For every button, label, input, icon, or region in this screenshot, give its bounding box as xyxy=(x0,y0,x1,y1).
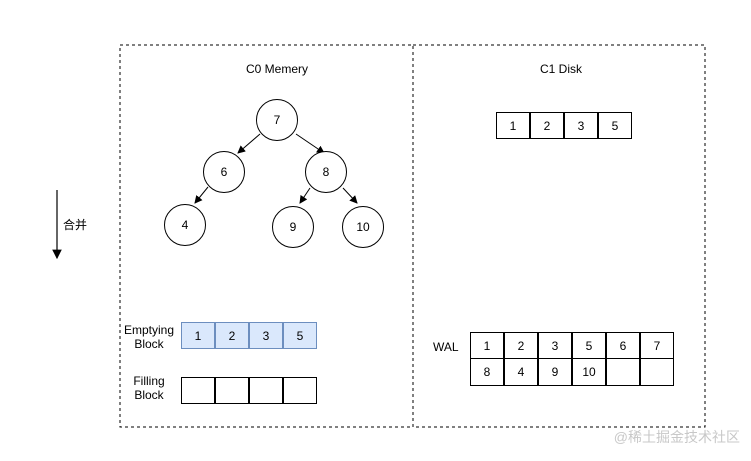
tree-edge-7-8 xyxy=(295,133,325,154)
filling-cell xyxy=(215,377,249,404)
wal-cell: 10 xyxy=(572,359,606,386)
c0-title: C0 Memery xyxy=(245,62,308,76)
tree-node: 6 xyxy=(203,151,245,193)
wal-cell: 3 xyxy=(538,332,572,359)
emptying-label-line: Block xyxy=(134,337,164,351)
wal-cell: 5 xyxy=(572,332,606,359)
filling-cell xyxy=(181,377,215,404)
tree-edge-6-4 xyxy=(194,186,209,204)
filling-label-line: Block xyxy=(134,388,164,402)
watermark: @稀土掘金技术社区 xyxy=(613,429,740,445)
c1-disk-panel xyxy=(412,44,706,428)
emptying-cell: 2 xyxy=(215,322,249,349)
tree-node: 7 xyxy=(256,99,298,141)
emptying-block-label: Emptying Block xyxy=(118,323,180,351)
emptying-cell: 1 xyxy=(181,322,215,349)
tree-node: 9 xyxy=(272,206,314,248)
wal-cell xyxy=(640,359,674,386)
disk-cell: 1 xyxy=(496,112,530,139)
filling-cell xyxy=(283,377,317,404)
wal-cell: 8 xyxy=(470,359,504,386)
filling-cell xyxy=(249,377,283,404)
wal-cell: 2 xyxy=(504,332,538,359)
emptying-label-line: Emptying xyxy=(123,323,175,337)
c0-memory-panel xyxy=(119,44,414,428)
disk-cell: 3 xyxy=(564,112,598,139)
wal-cell: 7 xyxy=(640,332,674,359)
tree-edge-8-9 xyxy=(299,187,311,204)
merge-label: 合并 xyxy=(63,218,88,232)
c1-title: C1 Disk xyxy=(539,62,582,76)
wal-cell: 9 xyxy=(538,359,572,386)
tree-edge-7-6 xyxy=(237,133,261,154)
emptying-cell: 3 xyxy=(249,322,283,349)
emptying-cell: 5 xyxy=(283,322,317,349)
wal-cell: 4 xyxy=(504,359,538,386)
filling-block-label: Filling Block xyxy=(118,374,180,402)
wal-cell xyxy=(606,359,640,386)
disk-cell: 5 xyxy=(598,112,632,139)
tree-node: 8 xyxy=(305,151,347,193)
tree-node: 10 xyxy=(342,206,384,248)
wal-cell: 6 xyxy=(606,332,640,359)
filling-label-line: Filling xyxy=(133,374,165,388)
tree-edge-8-10 xyxy=(342,187,358,204)
tree-node: 4 xyxy=(164,204,206,246)
wal-label: WAL xyxy=(433,340,459,354)
disk-cell: 2 xyxy=(530,112,564,139)
wal-cell: 1 xyxy=(470,332,504,359)
